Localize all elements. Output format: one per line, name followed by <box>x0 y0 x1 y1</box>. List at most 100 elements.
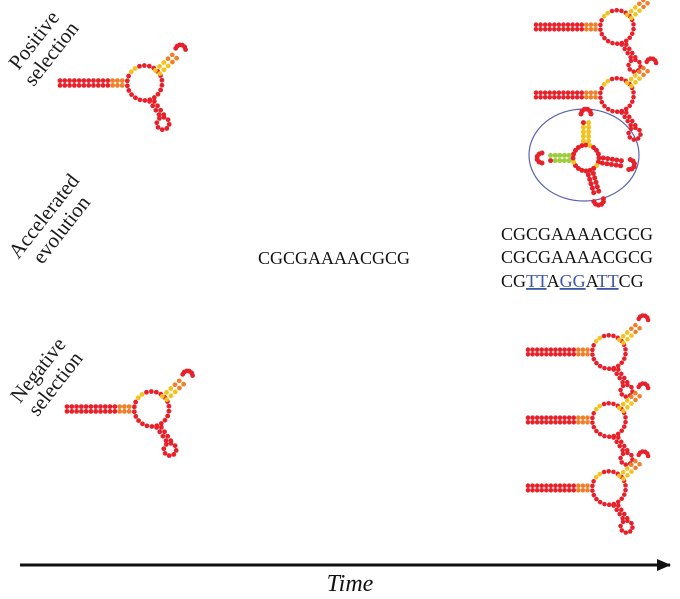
nucleotide <box>571 420 577 425</box>
nucleotide <box>620 515 625 521</box>
nucleotide <box>633 465 638 471</box>
nucleotide <box>557 483 563 488</box>
nucleotide <box>562 415 567 420</box>
nucleotide <box>590 420 595 425</box>
nucleotide <box>542 90 548 95</box>
nucleotide <box>552 90 557 95</box>
nucleotide <box>641 72 646 78</box>
nucleotide <box>619 110 624 115</box>
nucleotide <box>618 163 624 169</box>
nucleotide <box>161 114 167 120</box>
mutated-bases: TT <box>526 271 548 291</box>
nucleotide <box>585 347 590 352</box>
nucleotide <box>557 420 563 425</box>
nucleotide <box>566 420 572 425</box>
nucleotide <box>530 483 535 488</box>
nucleotide <box>557 488 563 493</box>
nucleotide <box>637 69 642 75</box>
nucleotide <box>579 22 585 27</box>
nucleotide <box>83 409 89 414</box>
nucleotide <box>628 76 634 82</box>
nucleotide <box>598 90 603 96</box>
nucleotide <box>151 95 157 100</box>
nucleotide <box>166 408 172 414</box>
nucleotide <box>576 420 581 425</box>
nucleotide <box>601 401 607 407</box>
nucleotide <box>530 415 535 420</box>
nucleotide <box>583 142 589 148</box>
nucleotide <box>64 404 70 409</box>
nucleotide <box>623 462 629 467</box>
nucleotide <box>618 371 624 377</box>
nucleotide <box>122 409 127 414</box>
nucleotide <box>633 390 638 396</box>
nucleotide <box>615 431 621 437</box>
nucleotide <box>621 408 626 414</box>
nucleotide <box>633 322 638 328</box>
nucleotide <box>585 483 590 488</box>
nucleotide <box>597 403 603 409</box>
nucleotide <box>641 0 646 3</box>
nucleotide <box>533 22 539 27</box>
nucleotide <box>544 347 549 352</box>
nucleotide <box>155 124 161 130</box>
nucleotide <box>137 63 142 69</box>
nucleotide <box>102 409 108 414</box>
nucleotide <box>628 122 633 128</box>
nucleotide <box>615 363 621 369</box>
nucleotide <box>133 95 138 101</box>
nucleotide <box>629 326 634 332</box>
nucleotide <box>172 389 178 395</box>
nucleotide <box>102 404 108 409</box>
nucleotide <box>115 83 120 88</box>
nucleotide <box>152 67 158 73</box>
nucleotide <box>147 99 152 104</box>
nucleotide <box>617 511 622 517</box>
nucleotide <box>586 129 592 135</box>
nucleotide <box>183 47 188 52</box>
negative-descendant-3 <box>525 449 651 535</box>
nucleotide <box>88 409 94 414</box>
nucleotide <box>155 91 161 97</box>
nucleotide <box>623 530 629 535</box>
nucleotide <box>616 435 621 440</box>
descendant-sequence: CGTTAGGATTCG <box>501 271 644 291</box>
nucleotide <box>580 352 586 357</box>
nucleotide <box>615 499 621 505</box>
nucleotide <box>614 7 619 13</box>
nucleotide <box>619 528 625 533</box>
nucleotide <box>629 118 635 124</box>
nucleotide <box>530 352 535 357</box>
descendant-sequence: CGCGAAAACGCG <box>501 224 653 244</box>
nucleotide <box>619 460 625 465</box>
nucleotide <box>580 129 586 135</box>
nucleotide <box>155 103 160 109</box>
nucleotide <box>623 415 628 420</box>
nucleotide <box>599 18 604 23</box>
nucleotide <box>576 483 581 488</box>
nucleotide <box>137 97 143 103</box>
nucleotide <box>599 99 605 105</box>
nucleotide <box>168 440 174 446</box>
nucleotide <box>107 409 113 414</box>
nucleotide <box>162 417 168 423</box>
nucleotide <box>593 338 599 344</box>
nucleotide <box>591 190 597 196</box>
nucleotide <box>539 150 545 156</box>
nucleotide <box>580 138 586 144</box>
nucleotide <box>620 379 625 385</box>
nucleotide <box>556 22 562 27</box>
nucleotide <box>624 330 630 335</box>
nucleotide <box>78 409 84 414</box>
nucleotide <box>534 420 540 425</box>
nucleotide <box>173 448 179 453</box>
nucleotide <box>557 415 563 420</box>
nucleotide <box>539 483 545 488</box>
ancestral-sequence: CGCGAAAACGCG <box>258 248 410 268</box>
nucleotide <box>623 106 629 112</box>
nucleotide <box>570 90 575 95</box>
nucleotide <box>566 152 572 158</box>
nucleotide <box>600 155 606 161</box>
nucleotide <box>629 401 634 406</box>
nucleotide <box>614 507 619 513</box>
